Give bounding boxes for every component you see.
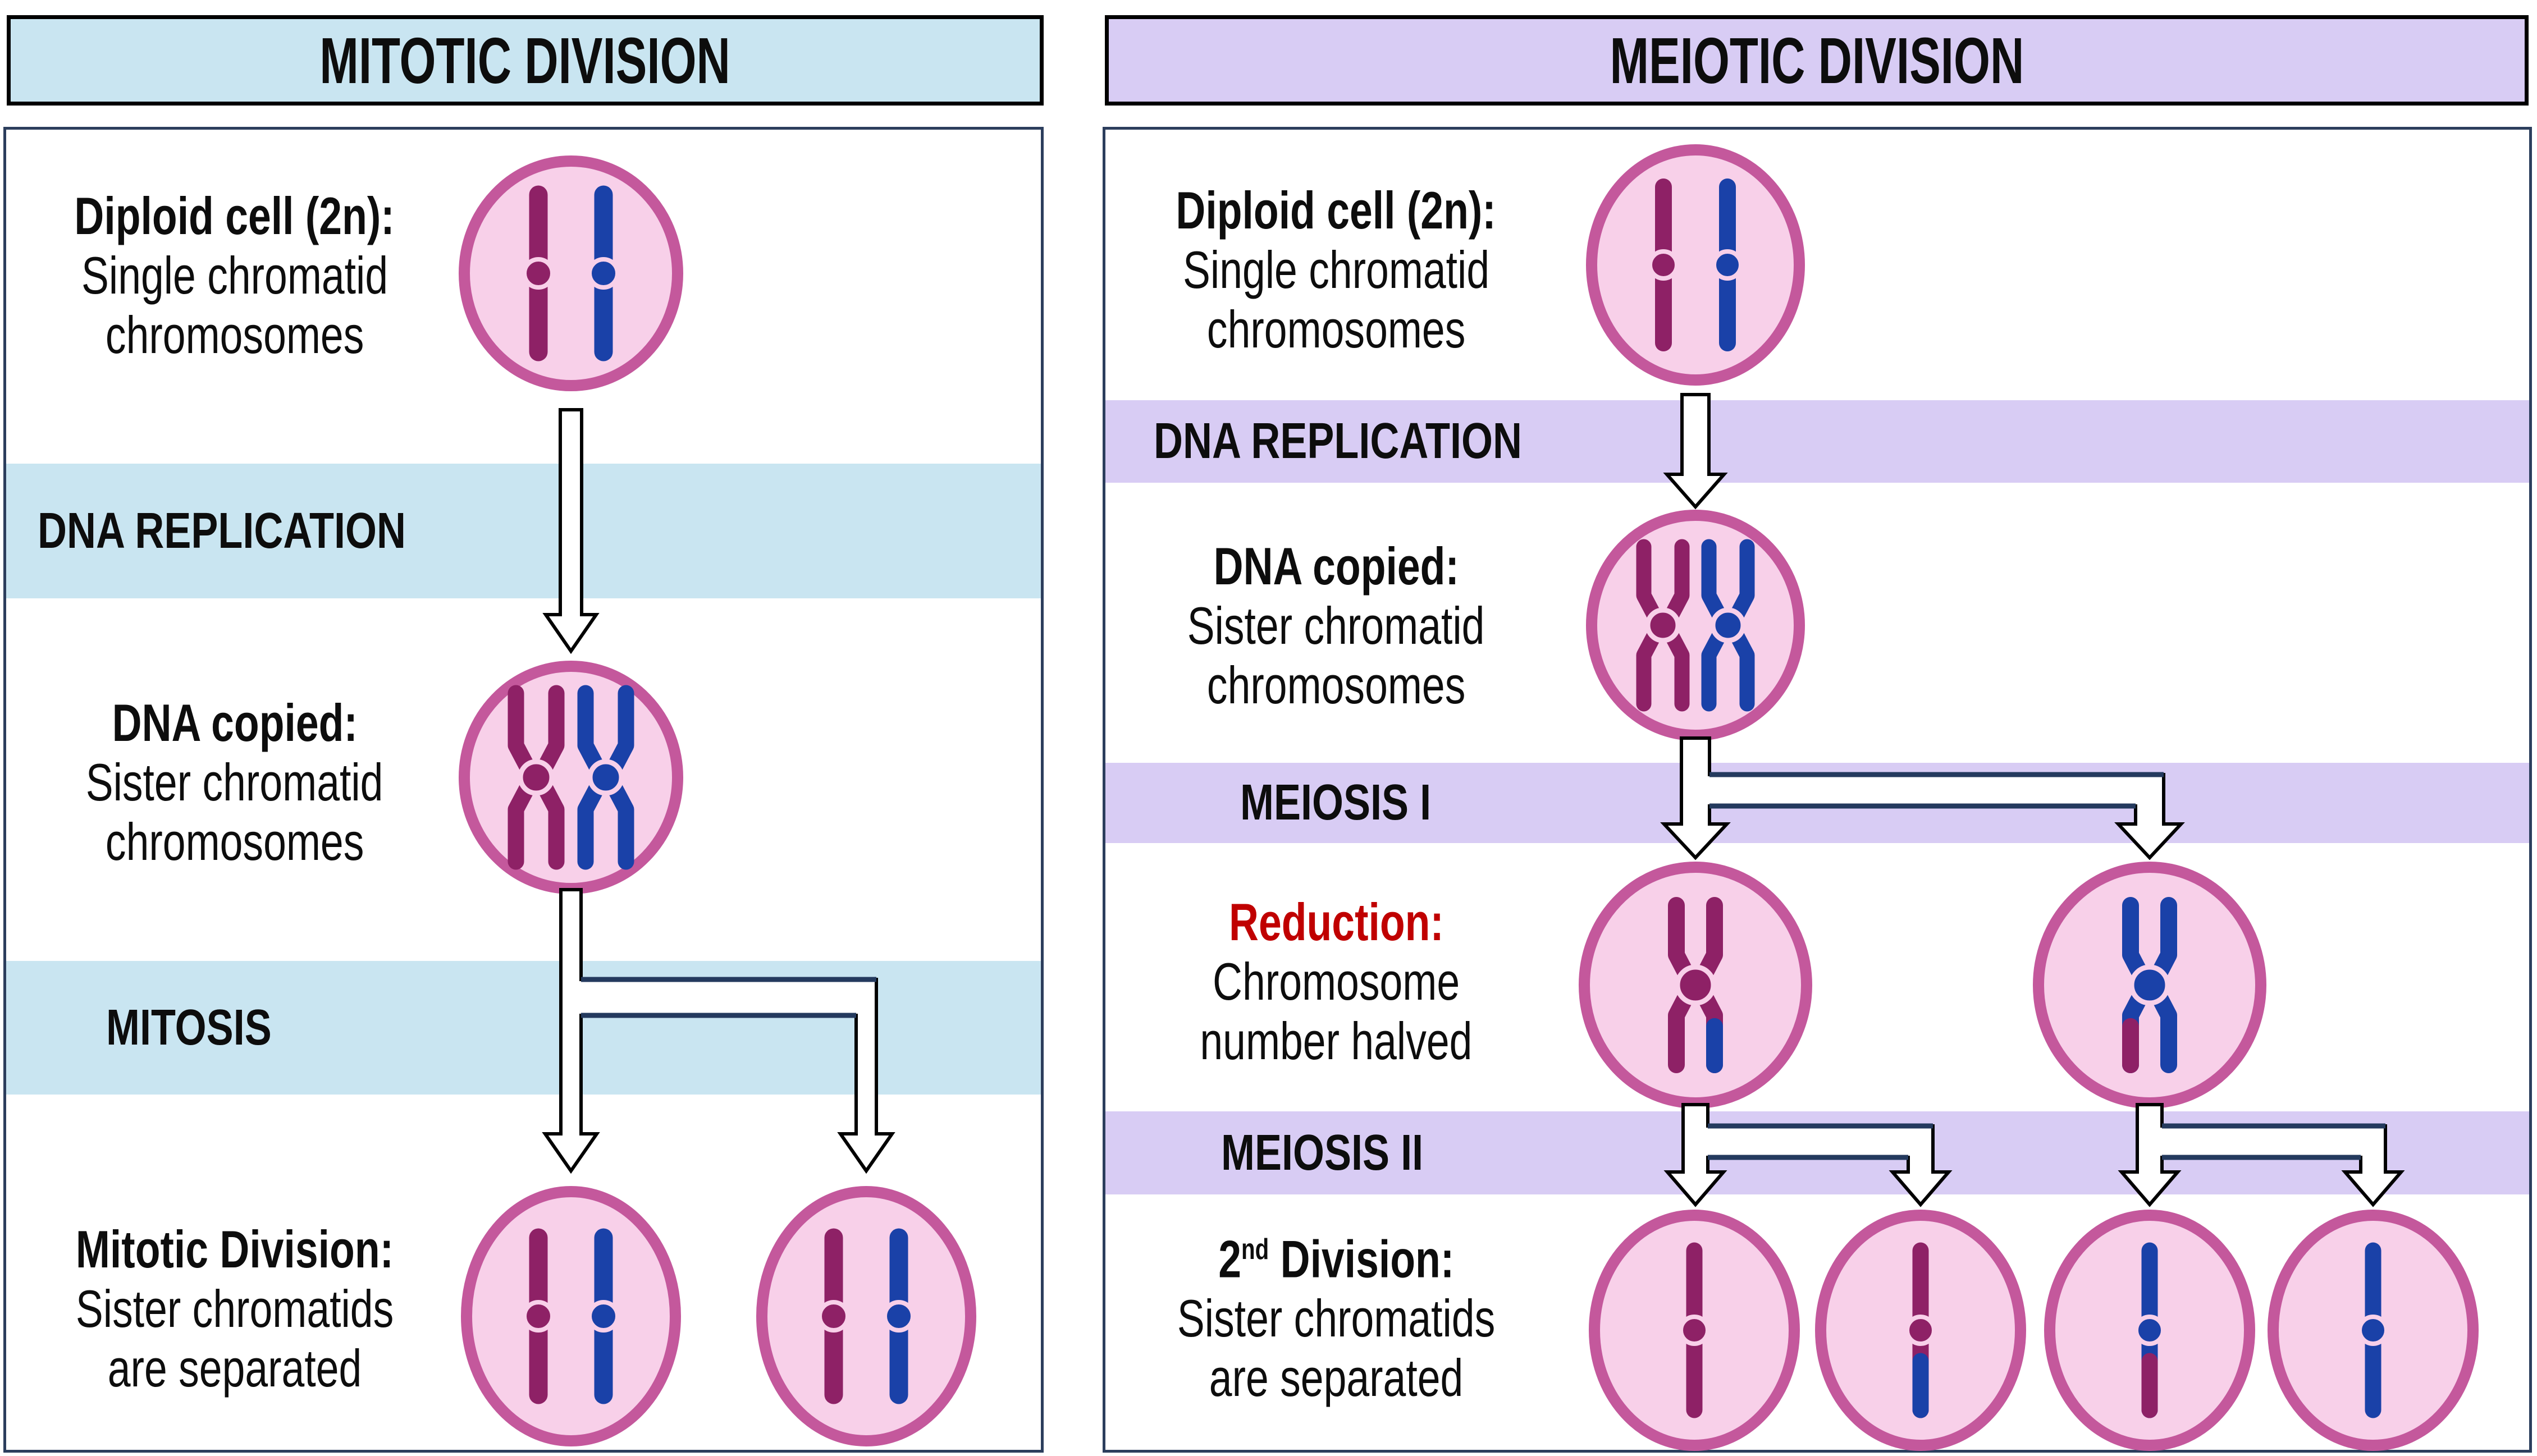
meiotic-diploid-caption: Diploid cell (2n): Single chromatid chro… [1106, 181, 1566, 359]
stage-line: chromosomes [105, 812, 364, 871]
meiosis-2-band: MEIOSIS II [1105, 1111, 2529, 1194]
stage-line: chromosomes [105, 305, 364, 364]
mitotic-division-title: MITOTIC DIVISION [319, 24, 731, 97]
mitosis-band: MITOSIS [6, 961, 1041, 1095]
meiotic-division-header: MEIOTIC DIVISION [1105, 15, 2529, 106]
mitotic-copied-caption: DNA copied: Sister chromatid chromosomes [20, 693, 449, 872]
ordinal-superscript: nd [1241, 1233, 1269, 1265]
stage-line: DNA copied: [112, 693, 358, 752]
meiotic-division-title: MEIOTIC DIVISION [1610, 24, 2024, 97]
stage-line: Sister chromatids [75, 1279, 394, 1338]
stage-line: Chromosome [1212, 952, 1460, 1011]
mitosis-label: MITOSIS [106, 999, 272, 1056]
mitotic-dna-replication-label: DNA REPLICATION [38, 502, 406, 559]
meiosis-2-label: MEIOSIS II [1221, 1124, 1424, 1181]
stage-line: DNA copied: [1213, 537, 1459, 596]
mitotic-dna-replication-band: DNA REPLICATION [6, 464, 1041, 598]
meiotic-dna-replication-band: DNA REPLICATION [1105, 400, 2529, 483]
mitotic-division-header: MITOTIC DIVISION [7, 15, 1044, 106]
meiosis-1-label: MEIOSIS I [1240, 775, 1432, 831]
second-division-caption: 2nd Division: Sister chromatids are sepa… [1106, 1219, 1566, 1408]
reduction-label: Reduction: [1228, 892, 1444, 951]
meiotic-dna-replication-label: DNA REPLICATION [1154, 413, 1522, 469]
stage-line: Diploid cell (2n): [1176, 181, 1497, 240]
stage-line: number halved [1200, 1011, 1473, 1070]
reduction-caption: Reduction: Chromosome number halved [1106, 892, 1566, 1071]
stage-line: Mitotic Division: [75, 1220, 394, 1279]
stage-line: are separated [107, 1339, 362, 1398]
stage-line: are separated [1209, 1348, 1464, 1408]
stage-line: Sister chromatid [1187, 596, 1485, 655]
stage-line: Single chromatid [81, 246, 388, 305]
mitotic-diploid-caption: Diploid cell (2n): Single chromatid chro… [20, 186, 449, 365]
meiosis-1-band: MEIOSIS I [1105, 763, 2529, 843]
stage-line: chromosomes [1206, 300, 1466, 359]
stage-line: Single chromatid [1182, 240, 1490, 299]
stage-line: Sister chromatids [1177, 1289, 1496, 1348]
stage-line: chromosomes [1206, 656, 1466, 715]
second-division-label: 2nd Division: [1218, 1229, 1455, 1289]
meiotic-copied-caption: DNA copied: Sister chromatid chromosomes [1106, 537, 1566, 715]
stage-line: Sister chromatid [86, 753, 383, 812]
stage-line: Diploid cell (2n): [74, 186, 395, 245]
mitotic-division-caption: Mitotic Division: Sister chromatids are … [20, 1220, 449, 1398]
